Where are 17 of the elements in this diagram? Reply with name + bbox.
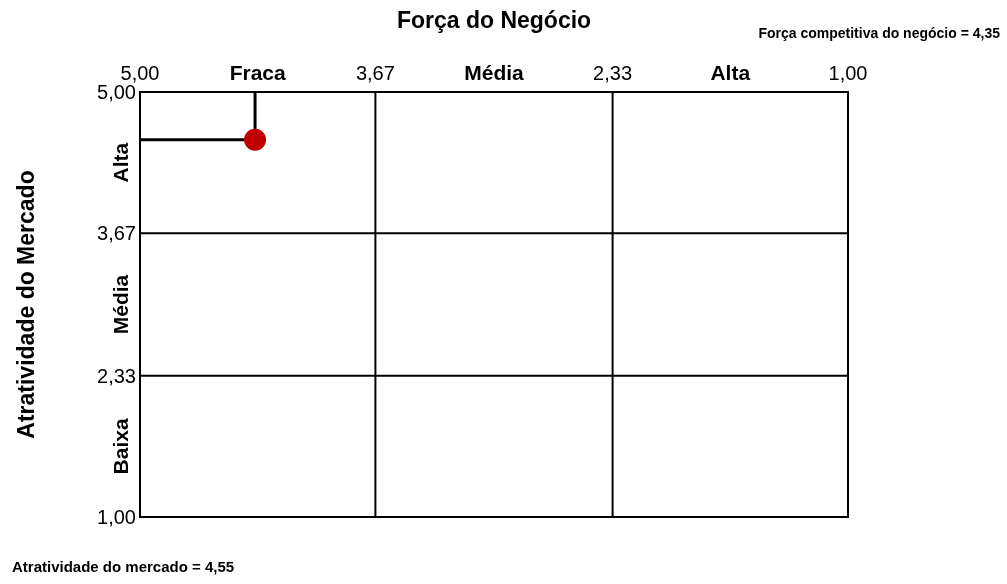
zone-label: Média <box>464 61 524 84</box>
tick-label: 1,00 <box>97 506 136 528</box>
zone-label: Baixa <box>109 418 132 475</box>
annotation: Força competitiva do negócio = 4,35 <box>758 25 1000 41</box>
zone-label: Alta <box>710 61 751 84</box>
tick-label: 3,67 <box>355 62 395 84</box>
zone-label: Fraca <box>229 61 286 84</box>
zone-label: Alta <box>109 142 132 183</box>
tick-label: 5,00 <box>120 62 160 84</box>
axis-title: Força do Negócio <box>396 7 592 33</box>
tick-label: 1,00 <box>828 62 868 84</box>
tick-label: 2,33 <box>97 364 136 387</box>
annotation: Atratividade do mercado = 4,55 <box>12 558 235 575</box>
tick-label: 3,67 <box>97 222 136 245</box>
tick-label: 2,33 <box>593 62 633 84</box>
zone-label: Média <box>109 274 132 335</box>
axis-title: Atratividade do Mercado <box>13 170 39 439</box>
